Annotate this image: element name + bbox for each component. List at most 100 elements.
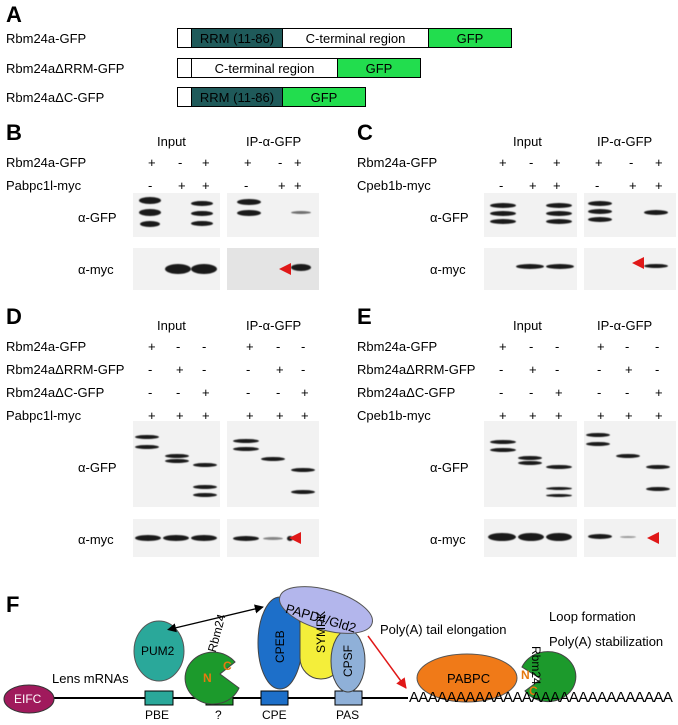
sample-sign: - bbox=[276, 339, 281, 354]
pas-element bbox=[334, 690, 363, 706]
sample-sign: + bbox=[629, 178, 637, 193]
sample-sign: - bbox=[595, 178, 600, 193]
sample-sign: + bbox=[176, 408, 184, 423]
antibody-gfp-c: α-GFP bbox=[430, 210, 469, 225]
sample-sign: + bbox=[278, 178, 286, 193]
translation-model bbox=[3, 586, 577, 714]
blot-myc-input-d bbox=[133, 519, 220, 557]
cpeb-label: CPEB bbox=[273, 630, 287, 663]
pabpc-ellipse bbox=[416, 653, 518, 703]
blot-myc-ip-d bbox=[227, 519, 319, 557]
pabpc-label: PABPC bbox=[447, 671, 491, 686]
pum2-ellipse bbox=[133, 620, 185, 682]
cpe-label: CPE bbox=[262, 708, 287, 722]
sample-sign: + bbox=[202, 155, 210, 170]
sample-sign: - bbox=[246, 362, 251, 377]
interaction-arrow bbox=[167, 604, 264, 633]
sample-row-label: Rbm24aΔC-GFP bbox=[357, 385, 456, 400]
sample-sign: - bbox=[499, 178, 504, 193]
sample-sign: - bbox=[629, 155, 634, 170]
pas-label: PAS bbox=[336, 708, 360, 722]
panel-label-c: C bbox=[357, 120, 373, 145]
sample-sign: + bbox=[529, 362, 537, 377]
sample-sign: - bbox=[301, 362, 306, 377]
panel-label-d: D bbox=[6, 304, 22, 329]
blot-gfp-ip-b bbox=[227, 193, 319, 237]
sample-row-label: Rbm24a-GFP bbox=[357, 155, 438, 170]
construct-name-drrm: Rbm24aΔRRM-GFP bbox=[6, 61, 125, 76]
polya-elongation-label: Poly(A) tail elongation bbox=[380, 622, 507, 637]
blot-gfp-input-b bbox=[133, 193, 220, 237]
construct-name-dc: Rbm24aΔC-GFP bbox=[6, 90, 105, 105]
panel-label-f: F bbox=[6, 592, 20, 617]
sample-row-label: Rbm24a-GFP bbox=[357, 339, 438, 354]
construct-bar-dc: RRM (11-86) GFP bbox=[177, 87, 366, 107]
rbm24-n-label: N bbox=[203, 671, 212, 685]
sample-row-label: Rbm24a-GFP bbox=[6, 155, 87, 170]
blot-myc-input-c bbox=[484, 248, 577, 290]
red-arrowhead-d bbox=[289, 532, 301, 544]
sample-row-label: Rbm24aΔC-GFP bbox=[6, 385, 105, 400]
sample-sign: + bbox=[148, 408, 156, 423]
sample-sign: - bbox=[555, 362, 560, 377]
rbm24-shape bbox=[184, 651, 240, 705]
sample-sign: + bbox=[499, 339, 507, 354]
sample-sign: + bbox=[276, 408, 284, 423]
sample-sign: + bbox=[246, 339, 254, 354]
sample-sign: - bbox=[178, 155, 183, 170]
header-ip-c: IP-α-GFP bbox=[597, 134, 653, 149]
polya-tail: AAAAAAAAAAAAAAAAAAAAAAAAAAAA bbox=[409, 689, 673, 706]
sample-sign: + bbox=[625, 408, 633, 423]
antibody-gfp-d: α-GFP bbox=[78, 460, 117, 475]
blot-myc-input-b bbox=[133, 248, 220, 290]
gfp-tag: GFP bbox=[282, 87, 366, 107]
sample-sign: + bbox=[529, 178, 537, 193]
blot-myc-ip-c bbox=[584, 248, 676, 290]
sample-sign: + bbox=[597, 339, 605, 354]
sample-sign: + bbox=[294, 155, 302, 170]
antibody-gfp-e: α-GFP bbox=[430, 460, 469, 475]
sample-sign: - bbox=[301, 339, 306, 354]
sample-sign: - bbox=[176, 339, 181, 354]
sample-sign: - bbox=[555, 339, 560, 354]
blot-gfp-input-c bbox=[484, 193, 577, 237]
sample-sign: + bbox=[553, 178, 561, 193]
sample-sign: - bbox=[529, 385, 534, 400]
sample-row-label: Rbm24a-GFP bbox=[6, 339, 87, 354]
construct-bar-full: RRM (11-86) C-terminal region GFP bbox=[177, 28, 512, 48]
sample-row-label: Rbm24aΔRRM-GFP bbox=[6, 362, 125, 377]
header-input-b: Input bbox=[157, 134, 186, 149]
red-arrowhead-c bbox=[632, 257, 644, 269]
gfp-tag: GFP bbox=[337, 58, 421, 78]
header-ip-e: IP-α-GFP bbox=[597, 318, 653, 333]
sample-sign: + bbox=[555, 385, 563, 400]
sample-sign: + bbox=[655, 408, 663, 423]
blot-gfp-ip-d bbox=[227, 421, 319, 507]
antibody-myc-d: α-myc bbox=[78, 532, 114, 547]
pbe-element bbox=[144, 690, 174, 706]
rbm24-shape-right bbox=[521, 651, 577, 703]
sample-sign: + bbox=[276, 362, 284, 377]
sample-sign: + bbox=[202, 178, 210, 193]
sample-sign: + bbox=[655, 155, 663, 170]
sample-sign: - bbox=[655, 339, 660, 354]
sample-sign: - bbox=[202, 339, 207, 354]
sample-sign: + bbox=[499, 155, 507, 170]
blot-myc-ip-e bbox=[584, 519, 676, 557]
rbm24-c-label: C bbox=[223, 659, 232, 673]
sample-sign: + bbox=[202, 408, 210, 423]
cpe-element bbox=[260, 690, 289, 706]
panel-label-a: A bbox=[6, 2, 22, 27]
header-input-d: Input bbox=[157, 318, 186, 333]
blot-gfp-ip-e bbox=[584, 421, 676, 507]
sample-sign: - bbox=[176, 385, 181, 400]
antibody-myc-c: α-myc bbox=[430, 262, 466, 277]
antibody-gfp-b: α-GFP bbox=[78, 210, 117, 225]
rrm-domain: RRM (11-86) bbox=[191, 28, 283, 48]
header-input-e: Input bbox=[513, 318, 542, 333]
unknown-element-label: ? bbox=[215, 708, 222, 722]
sample-sign: + bbox=[597, 408, 605, 423]
sample-sign: - bbox=[499, 385, 504, 400]
sample-sign: - bbox=[148, 385, 153, 400]
blot-gfp-input-e bbox=[484, 421, 577, 507]
